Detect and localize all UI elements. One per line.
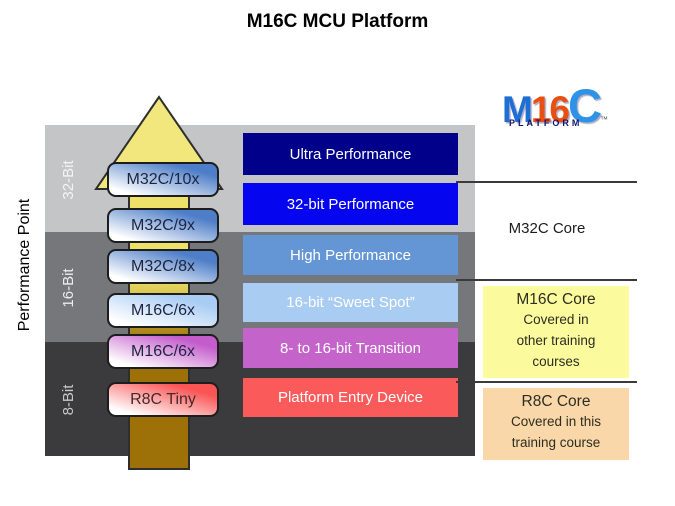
logo-letter-m: M	[502, 89, 533, 130]
chip-m32c-10x: M32C/10x	[107, 162, 219, 197]
m16c-core-box: M16C Core Covered in other training cour…	[483, 286, 629, 378]
logo-number-16: 16	[530, 89, 570, 130]
m16c-platform-logo: M16C™ PLATFORM	[502, 78, 647, 136]
logo-platform-text: PLATFORM	[509, 118, 583, 128]
r8c-core-box: R8C Core Covered in this training course	[483, 388, 629, 460]
bar-32bit-performance: 32-bit Performance	[243, 183, 458, 225]
bar-platform-entry-device: Platform Entry Device	[243, 378, 458, 417]
logo-trademark: ™	[599, 115, 608, 124]
page-title: M16C MCU Platform	[246, 11, 429, 32]
m16c-core-line: courses	[532, 354, 580, 369]
separator-line-bottom	[456, 381, 637, 383]
separator-line-top	[456, 181, 637, 183]
r8c-core-line: Covered in this	[510, 414, 602, 429]
chip-m32c-8x: M32C/8x	[107, 249, 219, 284]
m16c-core-line: other training	[516, 333, 596, 348]
logo-letter-c: C	[567, 79, 602, 132]
separator-line-middle	[456, 279, 637, 281]
bar-high-performance: High Performance	[243, 235, 458, 275]
bar-ultra-performance: Ultra Performance	[243, 133, 458, 175]
bar-8-to-16bit-transition: 8- to 16-bit Transition	[243, 328, 458, 368]
chip-r8c-tiny: R8C Tiny	[107, 382, 219, 417]
r8c-core-title: R8C Core	[521, 393, 591, 410]
band-label-16bit: 16-Bit	[59, 268, 77, 308]
chip-m16c-6x-lower: M16C/6x	[107, 334, 219, 369]
chip-m32c-9x: M32C/9x	[107, 208, 219, 243]
bar-16bit-sweet-spot: 16-bit “Sweet Spot”	[243, 283, 458, 322]
chip-m16c-6x-upper: M16C/6x	[107, 293, 219, 328]
band-label-32bit: 32-Bit	[59, 160, 77, 200]
m16c-core-line: Covered in	[523, 312, 589, 327]
performance-point-label: Performance Point	[16, 198, 33, 332]
r8c-core-line: training course	[511, 435, 601, 450]
m32c-core-label: M32C Core	[508, 220, 586, 237]
band-label-8bit: 8-Bit	[59, 384, 77, 416]
m16c-core-title: M16C Core	[516, 291, 596, 308]
